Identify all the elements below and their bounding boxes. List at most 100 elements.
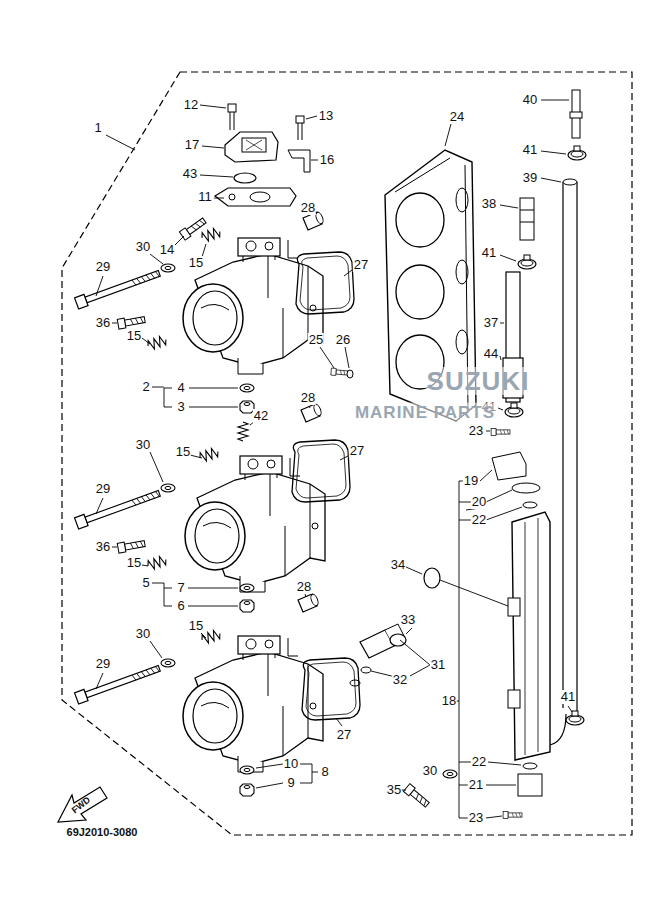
fuel-rail [508,598,520,616]
callout-number: 14 [159,243,175,257]
callout-number: 26 [335,333,351,347]
callout-number: 27 [336,728,352,742]
callout-number: 6 [176,599,185,613]
throttle-sensor [229,194,235,200]
injector [424,568,440,588]
parts-illustration [161,659,175,667]
fuel-rail [518,774,542,796]
parts-illustration [146,555,167,571]
callout-number: 18 [441,694,457,708]
fuel-lines [512,483,540,493]
throttle-sensor [234,173,256,183]
injector [361,667,371,673]
callout-number: 20 [471,495,487,509]
callout-number: 15 [175,445,191,459]
injector [350,568,457,809]
callout-number: 15 [188,619,204,633]
callout-number: 1 [93,121,102,135]
callout-number: 35 [386,783,402,797]
parts-illustration [240,766,254,774]
fuel-rail [503,512,584,819]
direction-label: FWD [68,793,94,818]
fuel-rail [566,711,584,725]
callout-number: 34 [390,558,406,572]
fuel-rail [523,763,537,769]
callout-number: 9 [286,776,295,790]
parts-illustration [75,488,162,529]
parts-illustration [240,384,254,392]
callout-number: 43 [182,167,198,181]
watermark: SUZUKI [426,367,531,395]
callout-number: 36 [95,540,111,554]
callout-number: 8 [320,765,329,779]
injector [443,770,457,778]
fuel-lines [520,198,534,240]
callout-number: 27 [349,444,365,458]
forward-arrow [58,787,107,822]
fuel-lines [563,182,577,712]
parts-illustration [298,593,320,612]
fuel-rail [550,714,566,745]
callout-number: 17 [184,138,200,152]
intake-manifold [456,188,468,212]
fuel-rail [503,812,522,819]
throttle-sensor [288,150,310,172]
callout-number: 13 [318,109,334,123]
callout-number: 29 [95,260,111,274]
callout-number: 11 [197,190,213,204]
callout-number: 19 [463,474,479,488]
callout-number: 36 [95,316,111,330]
callout-number: 7 [176,581,185,595]
throttle-sensor [230,112,234,130]
callout-number: 29 [95,482,111,496]
callout-number: 30 [422,764,438,778]
callout-number: 15 [126,556,142,570]
parts-illustration [240,584,254,592]
throttle-sensor [179,104,310,240]
callout-number: 28 [300,391,316,405]
parts-illustration [200,227,221,243]
callout-number: 38 [481,197,497,211]
fuel-lines [491,429,510,436]
callout-number: 4 [176,381,185,395]
callout-number: 42 [253,409,269,423]
parts-illustration [240,600,254,612]
intake-manifold [456,260,468,284]
injector [350,680,360,686]
callout-number: 40 [522,93,538,107]
parts-illustration [240,784,254,796]
callout-number: 30 [135,240,151,254]
callout-number: 15 [188,256,204,270]
callout-number: 12 [183,98,199,112]
parts-illustration [161,264,175,272]
callout-number: 21 [468,778,484,792]
parts-illustration [75,268,162,309]
callout-number: 41 [522,143,538,157]
assembly-boundary [62,72,632,835]
callout-number: 3 [176,400,185,414]
fuel-rail [508,690,520,708]
callout-number: 25 [308,333,324,347]
callout-number: 37 [483,316,499,330]
injector [403,784,430,809]
callout-number: 28 [300,201,316,215]
callout-number: 16 [319,153,335,167]
callout-number: 2 [141,380,150,394]
callout-number: 44 [483,347,499,361]
fuel-lines [568,146,586,160]
parts-illustration [296,252,354,314]
parts-illustration [117,315,145,330]
callout-number: 33 [400,613,416,627]
callout-number: 5 [141,576,150,590]
parts-illustration [302,658,360,720]
callout-number: 32 [392,673,408,687]
throttle-sensor [296,116,304,123]
fuel-lines [518,255,536,269]
throttle-sensor [250,192,270,202]
callout-number: 23 [468,811,484,825]
throttle-sensor [298,123,302,140]
callout-number: 41 [481,246,497,260]
fuel-rail [525,518,538,755]
parts-illustration [185,456,325,592]
